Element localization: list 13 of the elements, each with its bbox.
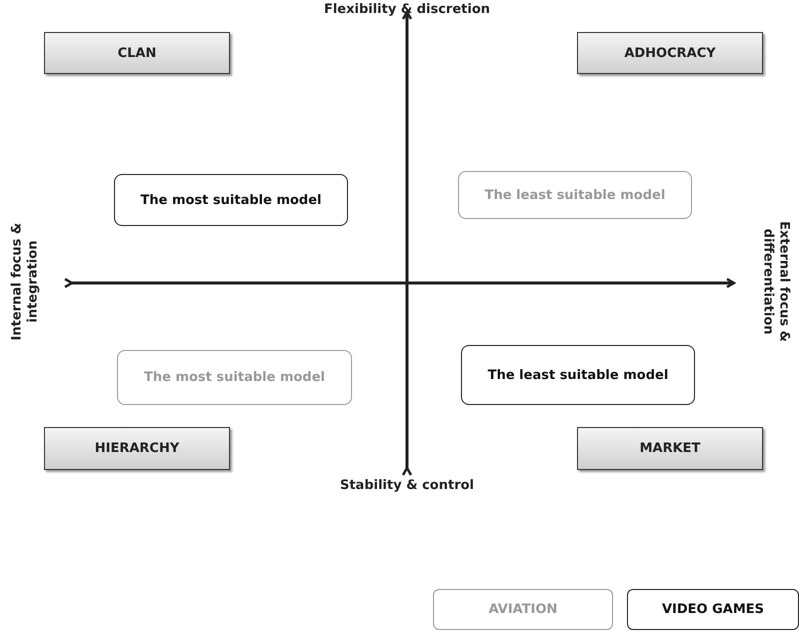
culture-type-box: CLAN	[44, 32, 230, 74]
model-box: The most suitable model	[117, 350, 352, 405]
culture-type-box: HIERARCHY	[44, 427, 230, 470]
industry-box: AVIATION	[433, 589, 613, 630]
model-box: The most suitable model	[114, 174, 348, 226]
axis-label: Internal focus & integration	[9, 222, 41, 342]
axis-label: External focus & differentiation	[760, 220, 792, 344]
model-box: The least suitable model	[458, 171, 692, 219]
industry-box: VIDEO GAMES	[627, 589, 799, 630]
model-box: The least suitable model	[461, 345, 695, 405]
axis-label: Stability & control	[338, 478, 475, 494]
culture-type-box: ADHOCRACY	[577, 32, 763, 74]
culture-type-box: MARKET	[577, 427, 763, 470]
